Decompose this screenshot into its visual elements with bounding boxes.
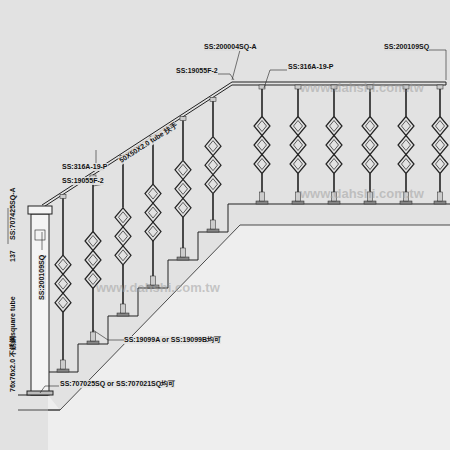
- floor-line: [18, 410, 60, 411]
- baluster: [432, 85, 448, 204]
- handrail-tube: [42, 82, 446, 205]
- handrail-tube: [42, 85, 446, 208]
- stair-profile: [18, 204, 450, 395]
- part-label: SS:316A-19-P: [288, 63, 334, 71]
- part-label: SS:200004SQ-A: [204, 43, 257, 51]
- watermark: www.dahshi.com.tw: [300, 80, 424, 95]
- part-label: SS:19055F-2: [62, 177, 104, 185]
- leader-line: [384, 50, 446, 80]
- baluster: [205, 97, 221, 232]
- watermark: www.dahshi.com.tw: [300, 186, 424, 201]
- leader-line: [42, 232, 43, 250]
- watermark: www.dahshi.com.tw: [96, 280, 220, 295]
- part-label: SS:707425SQ-A: [9, 187, 17, 240]
- baluster: [254, 85, 270, 204]
- part-label: SS:19099A or SS:19099B均可: [124, 336, 221, 344]
- baluster: [145, 136, 161, 288]
- part-label: SS:200109SQ: [384, 43, 429, 51]
- baluster: [175, 117, 191, 260]
- leader-line: [204, 50, 240, 80]
- part-label: SS:316A-19-P: [62, 163, 108, 171]
- part-label: SS:707025SQ or SS:707021SQ均可: [60, 380, 175, 388]
- baluster: [55, 194, 71, 372]
- part-label: 137: [9, 250, 17, 262]
- leader-line: [40, 386, 59, 393]
- part-label: 76x76x2.0 不銹鋼square tube: [9, 296, 17, 392]
- handrail-end: [446, 82, 447, 85]
- part-label: SS:200109SQ: [38, 255, 46, 300]
- leader-line: [264, 70, 287, 88]
- part-label: 50X50X2.0 tube 扶手: [118, 121, 179, 164]
- floor-region: [0, 225, 450, 450]
- leader-line: [93, 330, 124, 340]
- stair-slab: [48, 225, 450, 410]
- newel-post: [27, 206, 53, 395]
- baluster: [85, 175, 101, 344]
- part-label: SS:19055F-2: [176, 67, 218, 75]
